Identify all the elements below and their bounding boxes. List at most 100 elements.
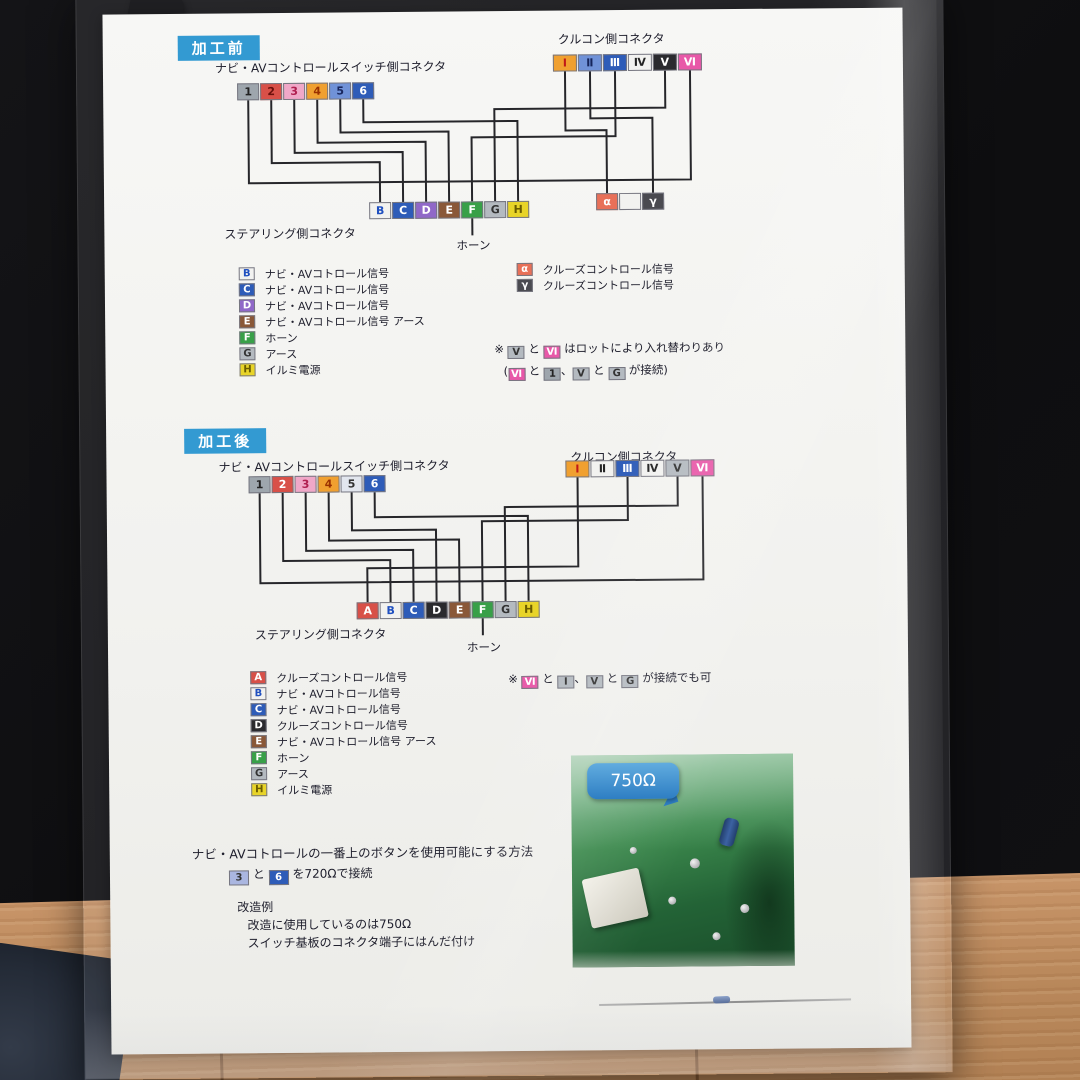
howto-connection: 3 と 6 を720Ωで接続 [228, 864, 373, 886]
legend-key: E [250, 735, 267, 749]
pin: 5 [340, 475, 363, 493]
pin: 1 [248, 476, 271, 494]
wire [327, 492, 461, 602]
resistor-callout: 750Ω [587, 762, 680, 800]
before-horn-label: ホーン [456, 238, 491, 253]
legend-key: E [239, 315, 256, 329]
legend-label: イルミ電源 [265, 363, 321, 377]
legend-row: A クルーズコントロール信号 [250, 670, 436, 685]
legend-key: B [238, 267, 255, 281]
before-note-line1: ※ Ⅴ と Ⅵ はロットにより入れ替わりあり [494, 339, 725, 360]
wire [480, 476, 629, 602]
before-steering-connector: B C D E F G H [369, 200, 530, 220]
before-steering-label: ステアリング側コネクタ [224, 226, 356, 242]
pin: 6 [363, 475, 386, 493]
note-text: はロットにより入れ替わりあり [560, 340, 725, 356]
pin: 4 [306, 82, 329, 100]
wire [503, 476, 679, 602]
before-alpha-gamma-connector: α γ [596, 192, 665, 211]
wiring-diagram-lines [247, 70, 705, 636]
legend-label: ナビ・AVコトロール信号 アース [265, 314, 425, 329]
pin: Ⅲ [602, 53, 627, 72]
pin: A [356, 602, 379, 620]
wire [588, 71, 655, 193]
pin: Ⅱ [590, 460, 615, 478]
section-tag-before: 加工前 [177, 35, 260, 61]
legend-label: クルーズコントロール信号 [542, 262, 674, 277]
legend-label: ナビ・AVコトロール信号 [264, 266, 390, 281]
legend-label: ナビ・AVコトロール信号 アース [276, 734, 437, 749]
solder-pad [740, 903, 750, 914]
note-text: と [248, 867, 269, 882]
mod-example-line2: スイッチ基板のコネクタ端子にはんだ付け [247, 934, 476, 951]
legend-label: アース [265, 347, 298, 361]
legend-key: A [250, 671, 267, 685]
legend-key: C [250, 703, 267, 717]
solder-pad [629, 846, 637, 855]
legend-label: クルーズコントロール信号 [276, 670, 408, 685]
pin: Ⅳ [627, 53, 652, 71]
pin: 2 [271, 475, 294, 494]
legend-row: C ナビ・AVコトロール信号 [238, 282, 425, 297]
pin-ref: Ⅵ [508, 367, 526, 382]
pin [619, 192, 642, 211]
pin: Ⅰ [552, 54, 577, 72]
wire [247, 70, 692, 185]
pin: Ⅵ [690, 459, 715, 477]
legend-key: G [239, 347, 256, 361]
pin: 3 [294, 475, 317, 493]
plastic-sleeve: 加工前 ナビ・AVコントロールスイッチ側コネクタ クルコン側コネクタ 1 2 3… [75, 0, 953, 1080]
note-text: 、 [560, 363, 573, 378]
wire [350, 492, 438, 602]
pin: Ⅱ [577, 54, 602, 72]
note-text: が接続) [625, 362, 668, 378]
pin-ref: Ⅰ [557, 675, 575, 689]
pin-ref: G [621, 674, 639, 689]
after-horn-label: ホーン [466, 640, 501, 655]
howto-title: ナビ・AVコトロールの一番上のボタンを使用可能にする方法 [191, 843, 534, 862]
note-text: と [524, 341, 544, 356]
solder-pad [712, 932, 721, 941]
pin: F [461, 201, 484, 219]
mod-example-line1: 改造に使用しているのは750Ω [247, 916, 412, 933]
solder-pad [668, 896, 677, 905]
wire [281, 493, 392, 603]
legend-label: ホーン [276, 751, 310, 765]
legend-row: E ナビ・AVコトロール信号 アース [239, 314, 425, 329]
pin: Ⅴ [652, 53, 677, 71]
pin-ref: G [608, 367, 626, 381]
section-tag-after: 加工後 [184, 428, 267, 454]
note-text: が接続でも可 [638, 670, 712, 685]
after-steering-connector: A B C D E F G H [356, 600, 540, 620]
after-nav-connector: 1 2 3 4 5 6 [248, 475, 386, 494]
pin: F [471, 601, 494, 619]
pin: D [415, 201, 438, 219]
wire [316, 99, 428, 202]
note-text: と [602, 671, 622, 686]
before-cruise-connector-label: クルコン側コネクタ [557, 31, 665, 47]
pin-ref: 3 [228, 870, 250, 886]
pin: Ⅳ [640, 459, 665, 477]
legend-row: B ナビ・AVコトロール信号 [238, 266, 425, 281]
legend-row: G アース [239, 346, 425, 361]
pin: E [448, 601, 471, 619]
wire [304, 492, 415, 602]
after-nav-connector-label: ナビ・AVコントロールスイッチ側コネクタ [218, 458, 450, 475]
note-text: ※ [494, 342, 508, 357]
pin: B [379, 601, 402, 620]
pin-ref: Ⅴ [507, 345, 525, 360]
wire [373, 492, 530, 601]
pin: 6 [352, 82, 375, 100]
pin: Ⅵ [677, 53, 702, 71]
pin: E [438, 201, 461, 219]
legend-key: D [250, 719, 267, 733]
legend-label: ホーン [265, 331, 298, 345]
legend-key: C [238, 283, 255, 297]
before-nav-connector-label: ナビ・AVコントロールスイッチ側コネクタ [214, 59, 447, 76]
legend-label: ナビ・AVコトロール信号 [264, 282, 390, 297]
